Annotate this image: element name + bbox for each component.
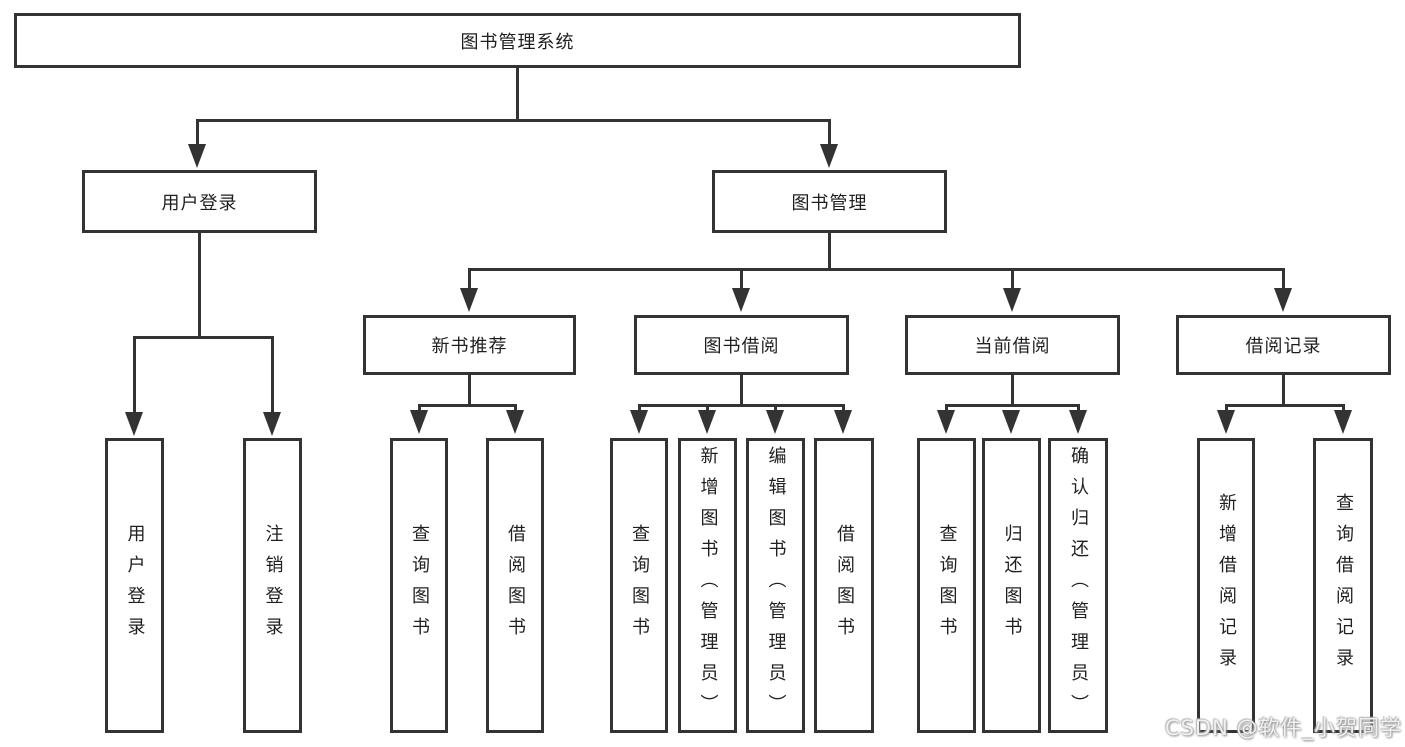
connector-line [468, 375, 471, 407]
leaf-query-borrow-record: 查询借阅记录 [1313, 438, 1373, 733]
connector-line [828, 233, 831, 271]
connector-line [516, 68, 519, 121]
arrow-down-icon [1002, 410, 1020, 434]
arrow-down-icon [820, 144, 838, 168]
connector-line [842, 404, 845, 414]
connector-line [638, 404, 845, 407]
connector-line [1225, 404, 1228, 414]
leaf-borrow-books-recommend: 借阅图书 [486, 438, 544, 733]
node-new-book-recommend: 新书推荐 [363, 315, 576, 375]
node-user-login: 用户登录 [82, 170, 317, 233]
arrow-down-icon [1274, 288, 1292, 312]
connector-line [740, 375, 743, 407]
connector-line [468, 268, 1285, 271]
connector-line [706, 404, 709, 414]
arrow-down-icon [460, 288, 478, 312]
leaf-return-books: 归还图书 [982, 438, 1041, 733]
connector-line [418, 404, 517, 407]
leaf-add-borrow-record: 新增借阅记录 [1197, 438, 1255, 733]
arrow-down-icon [506, 410, 524, 434]
connector-line [196, 119, 199, 149]
node-book-management: 图书管理 [712, 170, 947, 233]
connector-line [1282, 375, 1285, 407]
arrow-down-icon [937, 410, 955, 434]
connector-line [1282, 268, 1285, 292]
arrow-down-icon [1217, 410, 1235, 434]
leaf-add-books-admin: 新增图书（管理员） [678, 438, 737, 733]
leaf-edit-books-admin: 编辑图书（管理员） [746, 438, 805, 733]
connector-line [1011, 268, 1014, 292]
leaf-confirm-return-admin: 确认归还（管理员） [1048, 438, 1108, 733]
arrow-down-icon [698, 410, 716, 434]
connector-line [740, 268, 743, 292]
connector-line [418, 404, 421, 414]
arrow-down-icon [410, 410, 428, 434]
leaf-borrow-books: 借阅图书 [814, 438, 874, 733]
connector-line [945, 404, 1080, 407]
connector-line [1342, 404, 1345, 414]
node-library-management-system: 图书管理系统 [14, 13, 1021, 68]
arrow-down-icon [732, 288, 750, 312]
connector-line [133, 336, 274, 339]
leaf-logout: 注销登录 [243, 438, 302, 733]
arrow-down-icon [1003, 288, 1021, 312]
arrow-down-icon [834, 410, 852, 434]
connector-line [828, 119, 831, 149]
node-current-borrow: 当前借阅 [905, 315, 1120, 375]
leaf-user-login: 用户登录 [105, 438, 164, 733]
arrow-down-icon [1069, 410, 1087, 434]
node-borrow-records: 借阅记录 [1176, 315, 1391, 375]
connector-line [271, 336, 274, 414]
node-book-borrow: 图书借阅 [634, 315, 849, 375]
connector-line [945, 404, 948, 414]
arrow-down-icon [188, 144, 206, 168]
connector-line [468, 268, 471, 292]
connector-line [1011, 375, 1014, 407]
connector-line [1225, 404, 1345, 407]
leaf-query-books-recommend: 查询图书 [390, 438, 448, 733]
connector-line [133, 336, 136, 414]
arrow-down-icon [766, 410, 784, 434]
connector-line [196, 119, 831, 122]
leaf-query-books-borrow: 查询图书 [610, 438, 668, 733]
arrow-down-icon [263, 412, 281, 436]
connector-line [514, 404, 517, 414]
connector-line [198, 233, 201, 339]
connector-line [638, 404, 641, 414]
leaf-query-books-current: 查询图书 [917, 438, 976, 733]
arrow-down-icon [1334, 410, 1352, 434]
arrow-down-icon [630, 410, 648, 434]
arrow-down-icon [125, 412, 143, 436]
connector-line [774, 404, 777, 414]
connector-line [1077, 404, 1080, 414]
csdn-watermark: CSDN @软件_小贺同学 [1164, 716, 1402, 740]
